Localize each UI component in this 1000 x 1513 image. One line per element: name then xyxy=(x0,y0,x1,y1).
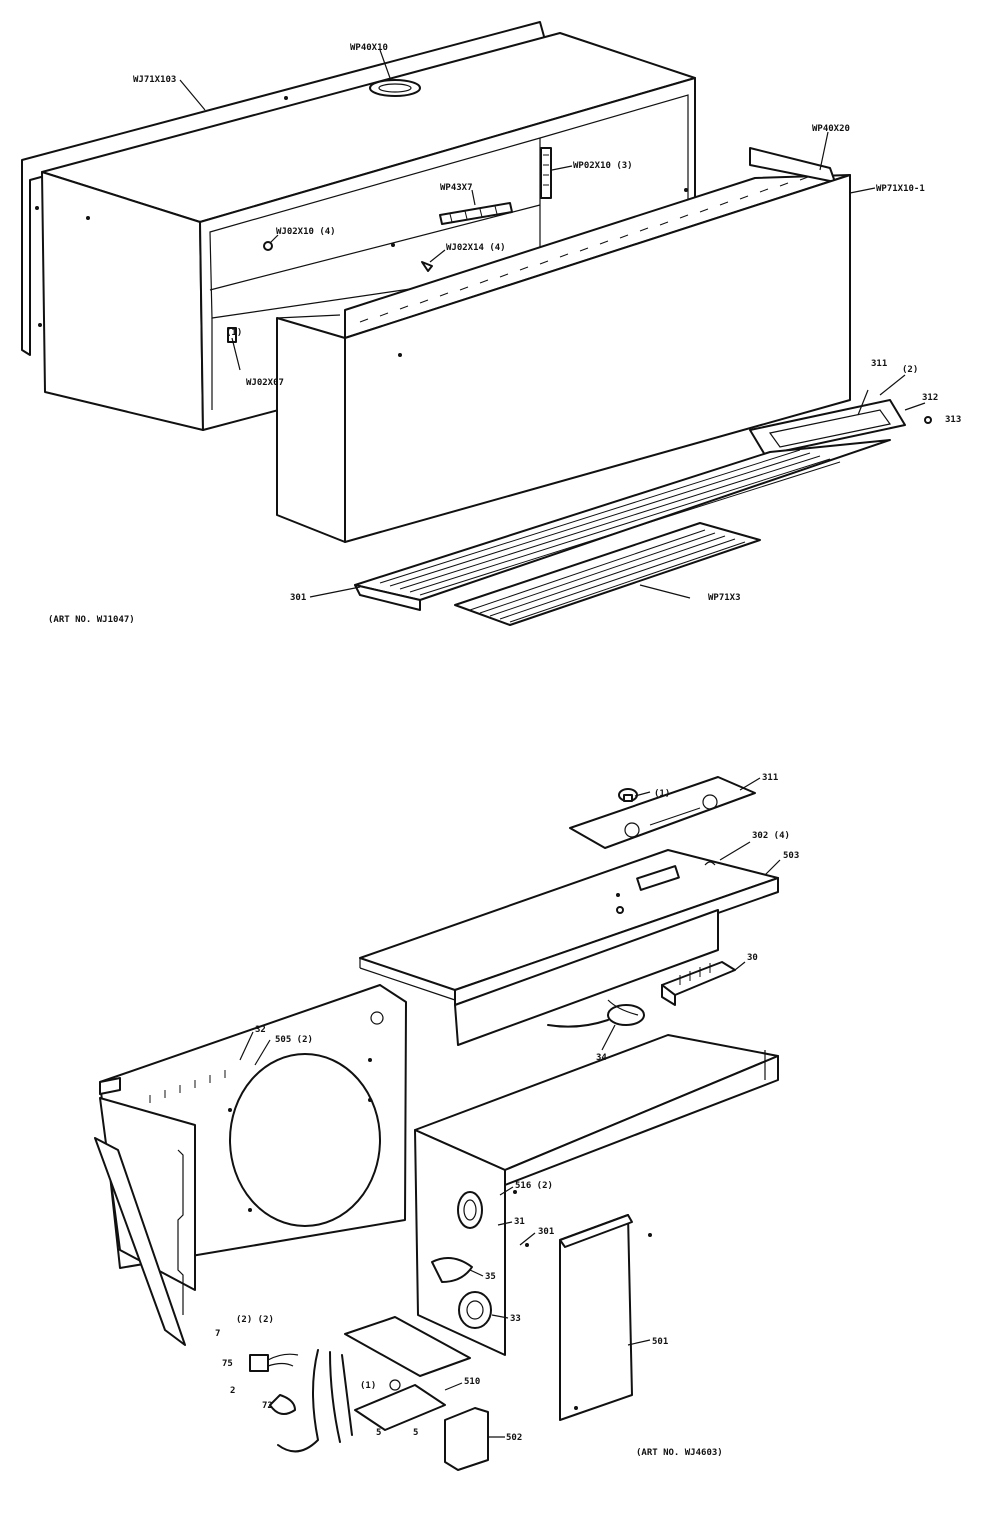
top-cover xyxy=(359,849,779,1046)
terminal-block xyxy=(661,961,736,1006)
callout-thermostat: 33 xyxy=(510,1314,521,1324)
bracket-cap xyxy=(444,1407,489,1471)
callout-terminal-block: 30 xyxy=(747,953,758,963)
callout-retainer: WP43X7 xyxy=(440,183,473,193)
callout-screw-d: 302 (4) xyxy=(752,831,790,841)
callout-filter-b: (2) xyxy=(902,365,918,375)
callout-filter-c: 312 xyxy=(922,393,938,403)
callout-screw-b: 5 xyxy=(413,1428,418,1438)
callout-screw-4b: WJ02X14 (4) xyxy=(446,243,506,253)
callout-control-part: 31 xyxy=(514,1217,525,1227)
callout-clip-left: (1) xyxy=(226,328,242,338)
callout-plate-screw: (1) xyxy=(360,1381,376,1391)
callout-grille-right: WP71X3 xyxy=(708,593,741,603)
callout-clip-12: (2) (2) xyxy=(236,1315,274,1325)
callout-switch: 34 xyxy=(596,1053,607,1063)
callout-screw-left: WJ02X07 xyxy=(246,378,284,388)
clip-left xyxy=(227,327,237,343)
callout-bulkhead: 32 xyxy=(255,1025,266,1035)
callout-front-panel: WP71X10-1 xyxy=(876,184,925,194)
callout-top-cover: 503 xyxy=(783,851,799,861)
relay-part xyxy=(249,1353,299,1372)
top-callouts: WJ71X103 WP40X10 WP02X10 (3) WP40X20 WP7… xyxy=(48,43,961,625)
bottom-leader-lines xyxy=(239,777,781,1438)
top-plate xyxy=(569,776,756,849)
callout-control-screws: 516 (2) xyxy=(515,1181,553,1191)
grille-left xyxy=(354,439,891,611)
callout-handle: WP40X10 xyxy=(350,43,388,53)
top-assembly: WJ71X103 WP40X10 WP02X10 (3) WP40X20 WP7… xyxy=(21,21,961,626)
callout-side-screw: 301 xyxy=(538,1227,554,1237)
filter-frame xyxy=(749,389,906,456)
bulkhead-side xyxy=(94,1097,196,1346)
callout-top-plate: 311 xyxy=(762,773,778,783)
callout-bracket-top-right: WP40X20 xyxy=(812,124,850,134)
small-screw-a xyxy=(263,241,273,251)
bottom-plate xyxy=(344,1316,471,1431)
art-number-bottom: (ART NO. WJ4603) xyxy=(636,1448,723,1458)
callout-filter-d: 313 xyxy=(945,415,961,425)
filter-screw xyxy=(924,416,932,424)
screw-strip-vertical xyxy=(540,147,552,199)
callout-screw-set-3: WP02X10 (3) xyxy=(573,161,633,171)
callout-grille-left: 301 xyxy=(290,593,306,603)
front-panel xyxy=(276,147,851,543)
callout-bracket-cap: 502 xyxy=(506,1433,522,1443)
art-number-top: (ART NO. WJ1047) xyxy=(48,615,135,625)
switch-assembly xyxy=(547,999,645,1028)
cabinet-back-flange xyxy=(21,21,546,356)
side-panel xyxy=(559,1214,652,1421)
control-box xyxy=(414,1034,779,1356)
callout-plate: 510 xyxy=(464,1377,480,1387)
callout-screw-a: 5 xyxy=(376,1428,381,1438)
callout-screw-4a: WJ02X10 (4) xyxy=(276,227,336,237)
grille-right xyxy=(454,522,761,626)
bottom-callouts: (1) 311 302 (4) 503 30 34 32 505 (2) 516… xyxy=(215,773,799,1458)
callout-cord: 72 xyxy=(262,1401,273,1411)
callout-cabinet: WJ71X103 xyxy=(133,75,176,85)
callout-knob: (1) xyxy=(654,789,670,799)
callout-side-panel: 501 xyxy=(652,1337,668,1347)
callout-relay-part: 2 xyxy=(230,1386,235,1396)
control-knob xyxy=(618,788,638,802)
callout-filter-a: 311 xyxy=(871,359,887,369)
callout-control-switch: 35 xyxy=(485,1272,496,1282)
retainer-strip xyxy=(439,202,513,225)
cabinet-handle xyxy=(369,79,421,97)
callout-screws-bulk: 505 (2) xyxy=(275,1035,313,1045)
callout-wire-7: 7 xyxy=(215,1329,220,1339)
bottom-assembly: (1) 311 302 (4) 503 30 34 32 505 (2) 516… xyxy=(94,773,799,1471)
top-leader-lines xyxy=(179,49,926,599)
small-screw-b xyxy=(421,261,433,272)
callout-relay-75: 75 xyxy=(222,1359,233,1369)
power-cord xyxy=(269,1349,353,1453)
